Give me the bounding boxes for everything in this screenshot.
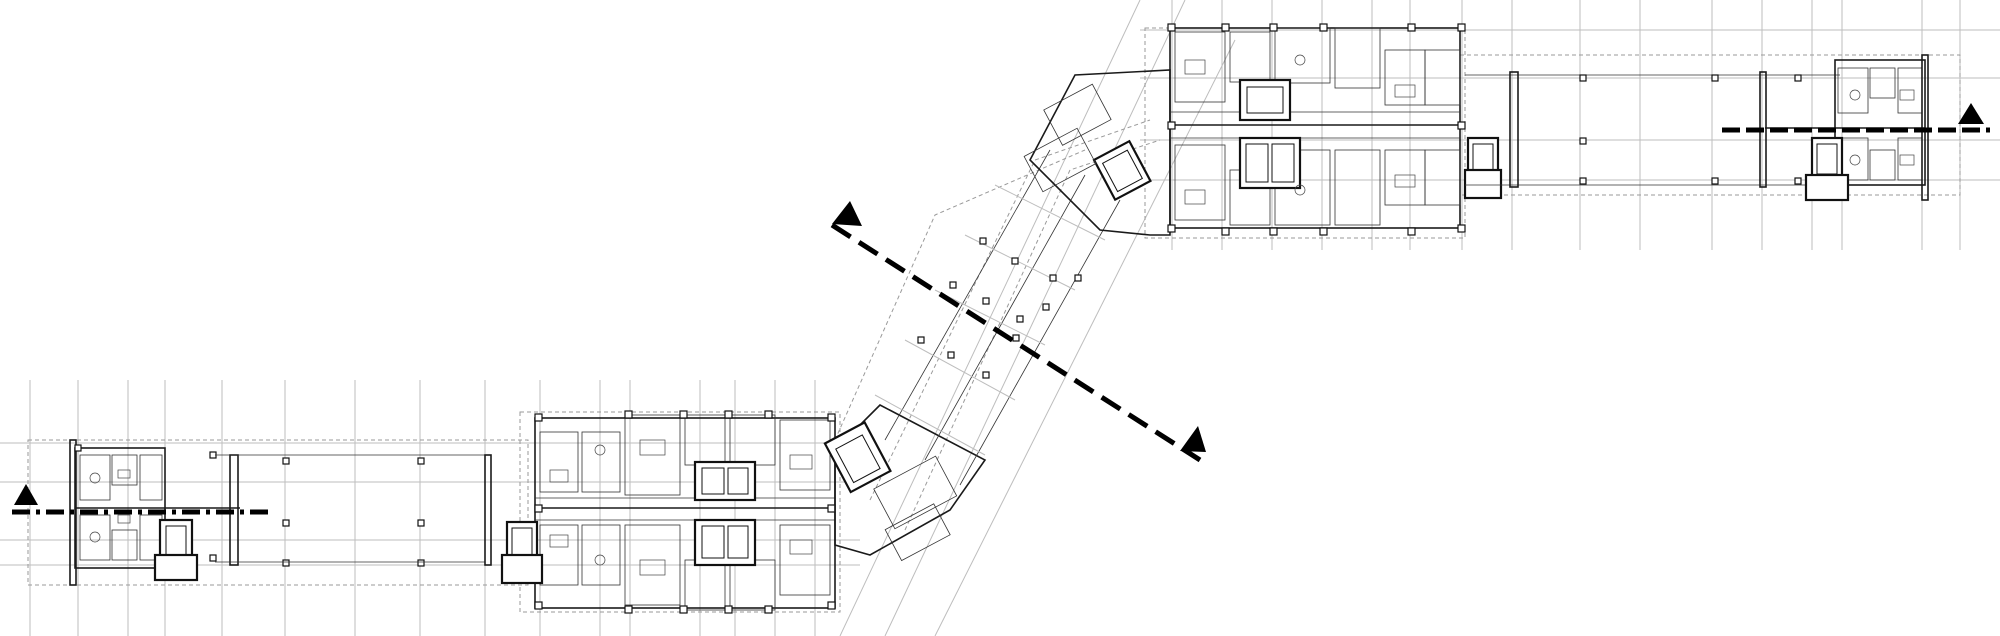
section-diagonal [830, 201, 1206, 463]
diagonal-link [823, 149, 1121, 562]
section-arrow-icon [14, 484, 38, 505]
central-block [500, 410, 836, 614]
section-arrow-icon [1180, 426, 1206, 452]
section-arrow-icon [1958, 103, 1984, 124]
link-bays [874, 149, 1121, 486]
north-block [1023, 23, 1503, 236]
section-east [1722, 103, 1990, 133]
section-west [12, 484, 272, 515]
section-arrow-icon [832, 201, 862, 226]
west-wing [69, 439, 492, 586]
east-wing [1465, 54, 1929, 202]
